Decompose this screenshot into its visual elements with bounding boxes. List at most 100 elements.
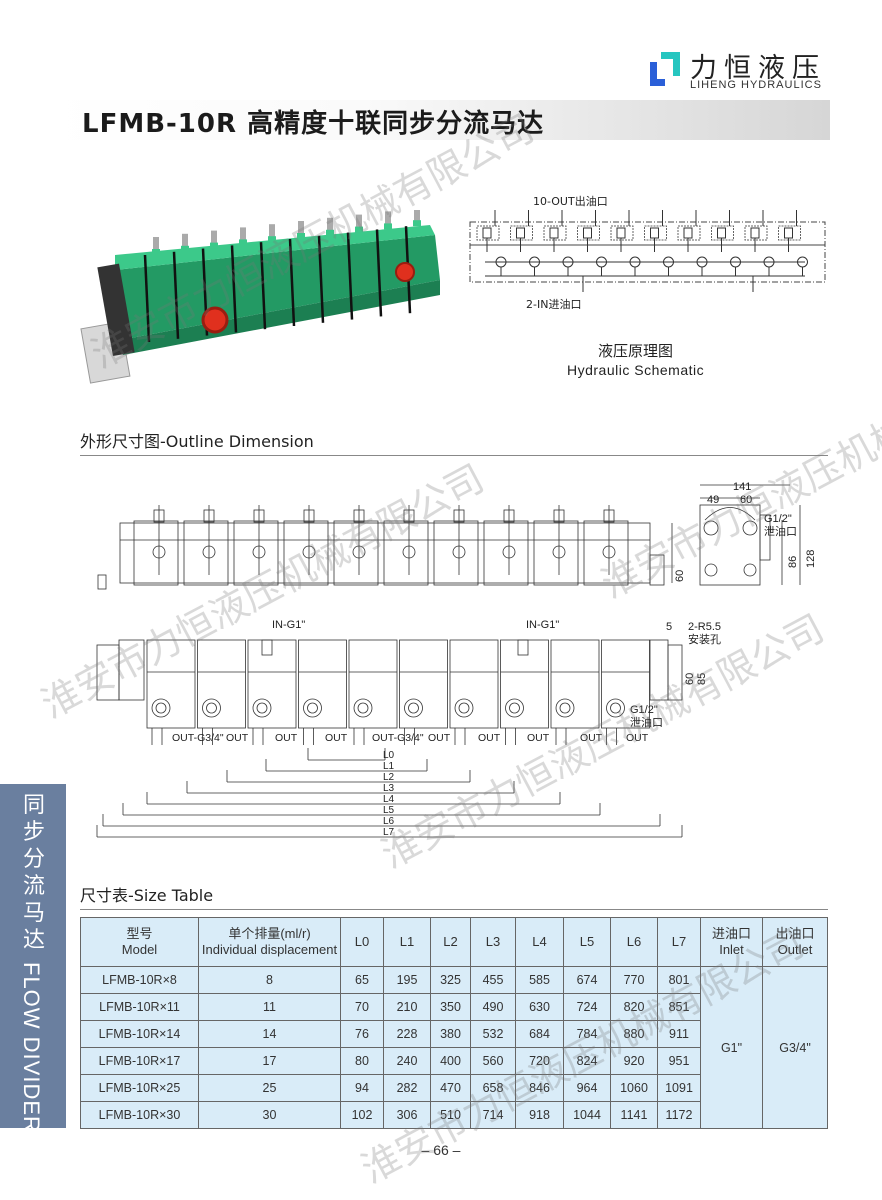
- dim-60: 60: [740, 494, 752, 506]
- brand-name-en: LIHENG HYDRAULICS: [690, 79, 822, 91]
- cell-l6: 880: [610, 1020, 658, 1048]
- dim-60-top: 60: [674, 570, 686, 582]
- brand-name-cn: 力恒液压: [690, 53, 826, 84]
- cell-l5: 1044: [563, 1101, 611, 1129]
- cell-l6: 820: [610, 993, 658, 1021]
- dim-l3: L3: [383, 783, 395, 794]
- page-number: – 66 –: [421, 1142, 461, 1158]
- cell-l6: 920: [610, 1047, 658, 1075]
- cell-model: LFMB-10R×11: [80, 993, 199, 1021]
- cell-model: LFMB-10R×17: [80, 1047, 199, 1075]
- header-l0: L0: [340, 917, 384, 967]
- cell-l7: 951: [657, 1047, 701, 1075]
- cell-displacement: 17: [198, 1047, 341, 1075]
- cell-l3: 532: [470, 1020, 516, 1048]
- page-title: LFMB-10R 高精度十联同步分流马达: [82, 109, 545, 139]
- dim-128: 128: [805, 550, 817, 568]
- dim-inlet-label: IN-G1": [272, 619, 305, 631]
- product-image: [80, 210, 440, 384]
- dim-l5: L5: [383, 805, 395, 816]
- cell-l5: 824: [563, 1047, 611, 1075]
- brand-logo: 力恒液压 LIHENG HYDRAULICS: [650, 46, 835, 94]
- dim-out-label: OUT: [478, 732, 501, 744]
- cell-model: LFMB-10R×8: [80, 966, 199, 994]
- dim-out-label: OUT: [428, 732, 451, 744]
- side-category-tab: 同步分流马达 FLOW DIVIDER: [0, 784, 66, 1133]
- cell-l2: 470: [430, 1074, 471, 1102]
- dim-drain-label-cn: 泄油口: [764, 524, 797, 538]
- cell-l1: 282: [383, 1074, 431, 1102]
- header-l6: L6: [610, 917, 658, 967]
- cell-l2: 510: [430, 1101, 471, 1129]
- cell-model: LFMB-10R×30: [80, 1101, 199, 1129]
- cell-l0: 94: [340, 1074, 384, 1102]
- cell-l3: 490: [470, 993, 516, 1021]
- header-l4: L4: [515, 917, 564, 967]
- cell-l5: 724: [563, 993, 611, 1021]
- cell-l6: 1141: [610, 1101, 658, 1129]
- cell-l0: 102: [340, 1101, 384, 1129]
- schematic-out-label: 10-OUT出油口: [533, 195, 608, 208]
- dim-l1: L1: [383, 761, 395, 772]
- header-l5: L5: [563, 917, 611, 967]
- cell-l3: 560: [470, 1047, 516, 1075]
- cell-l4: 585: [515, 966, 564, 994]
- dim-86: 86: [787, 556, 799, 568]
- dim-5: 5: [666, 621, 672, 633]
- dim-drain-label-cn: 泄油口: [630, 715, 663, 729]
- cell-l2: 380: [430, 1020, 471, 1048]
- dim-out-label: OUT: [275, 732, 298, 744]
- dim-mount-hole-cn: 安装孔: [688, 632, 721, 646]
- dim-l0: L0: [383, 750, 395, 761]
- cell-l6: 770: [610, 966, 658, 994]
- cell-l1: 195: [383, 966, 431, 994]
- side-tab-en: FLOW DIVIDER: [19, 962, 44, 1133]
- cell-l0: 80: [340, 1047, 384, 1075]
- dim-out-label: OUT: [527, 732, 550, 744]
- cell-model: LFMB-10R×14: [80, 1020, 199, 1048]
- header-l2: L2: [430, 917, 471, 967]
- cell-l1: 306: [383, 1101, 431, 1129]
- cell-l1: 240: [383, 1047, 431, 1075]
- dim-out-label: OUT: [325, 732, 348, 744]
- cell-l7: 1172: [657, 1101, 701, 1129]
- dim-drain-label: G1/2": [630, 704, 658, 716]
- dim-l4: L4: [383, 794, 395, 805]
- cell-l0: 76: [340, 1020, 384, 1048]
- dim-85: 85: [696, 673, 708, 685]
- cell-l5: 784: [563, 1020, 611, 1048]
- dim-out-label: OUT: [626, 732, 649, 744]
- hydraulic-schematic: [469, 210, 826, 292]
- size-table-heading: 尺寸表-Size Table: [80, 882, 828, 910]
- cell-l7: 911: [657, 1020, 701, 1048]
- cell-l2: 400: [430, 1047, 471, 1075]
- dim-drain-label: G1/2": [764, 513, 792, 525]
- cell-l4: 846: [515, 1074, 564, 1102]
- header-l7: L7: [657, 917, 701, 967]
- cell-displacement: 11: [198, 993, 341, 1021]
- cell-displacement: 25: [198, 1074, 341, 1102]
- cell-l4: 720: [515, 1047, 564, 1075]
- cell-l7: 801: [657, 966, 701, 994]
- cell-l2: 350: [430, 993, 471, 1021]
- cell-model: LFMB-10R×25: [80, 1074, 199, 1102]
- cell-l1: 228: [383, 1020, 431, 1048]
- cell-l3: 455: [470, 966, 516, 994]
- cell-l7: 1091: [657, 1074, 701, 1102]
- dim-l6: L6: [383, 816, 395, 827]
- dim-l7: L7: [383, 827, 395, 838]
- dim-inlet-label: IN-G1": [526, 619, 559, 631]
- schematic-title-cn: 液压原理图: [598, 342, 674, 360]
- dim-49: 49: [707, 494, 719, 506]
